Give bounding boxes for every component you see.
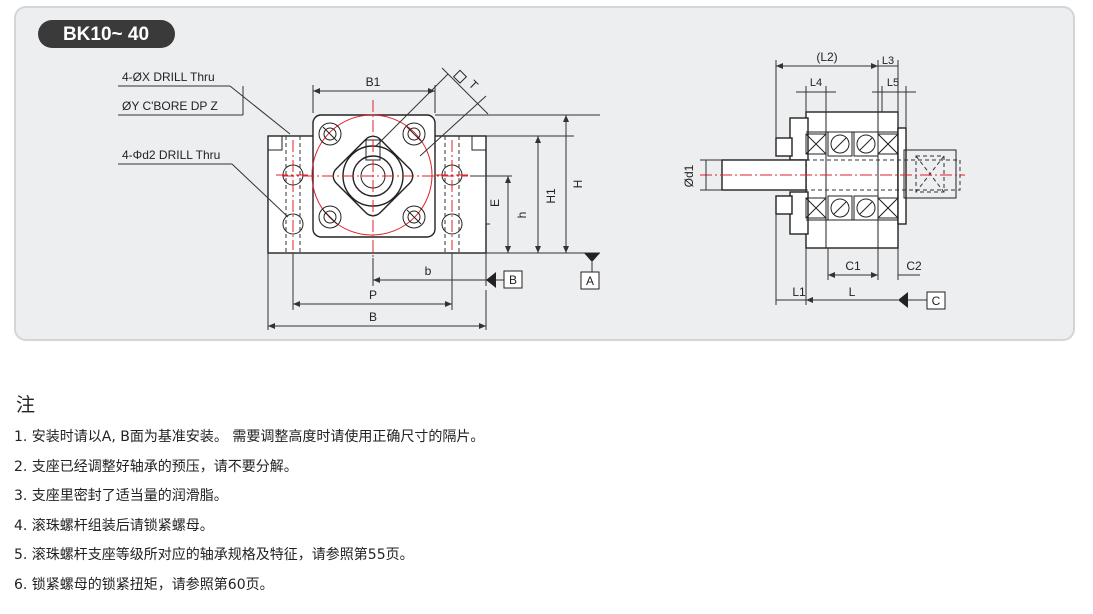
dim-b1: B1	[366, 75, 381, 89]
dim-l: L	[849, 285, 856, 299]
note-item: 4. 滚珠螺杆组装后请锁紧螺母。	[14, 517, 214, 534]
dim-l4: L4	[810, 77, 822, 89]
note-item: 6. 锁紧螺母的锁紧扭矩，请参照第60页。	[14, 576, 274, 593]
callout-cbore-y: ØY C'BORE DP Z	[122, 99, 218, 113]
dim-l3: L3	[882, 55, 894, 67]
front-view: B1 T 4-ØX DRILL Thru ØY C'BORE DP Z 4-Φd…	[118, 67, 600, 330]
dim-h-small: h	[515, 212, 529, 219]
note-item: 3. 支座里密封了适当量的润滑脂。	[14, 488, 228, 504]
note-item: 5. 滚珠螺杆支座等级所对应的轴承规格及特征，请参照第55页。	[14, 547, 414, 563]
bolt-holes	[318, 122, 426, 229]
side-view: Ød1 (L2) L3 L4 L5 C1 C2	[682, 50, 965, 310]
datum-a: A	[586, 274, 594, 288]
dim-c1: C1	[845, 259, 861, 273]
dim-l5: L5	[887, 77, 899, 89]
callout-drill-d2: 4-Φd2 DRILL Thru	[122, 148, 220, 162]
dim-p: P	[369, 288, 377, 302]
bearings	[805, 131, 899, 221]
dim-d1: Ød1	[682, 164, 696, 187]
dim-l1: L1	[792, 285, 806, 299]
note-item: 2. 支座已经调整好轴承的预压，请不要分解。	[14, 458, 298, 475]
title-text: BK10~ 40	[63, 24, 149, 45]
dim-c2: C2	[906, 259, 922, 273]
notes-title: 注	[16, 394, 36, 416]
dim-e: E	[488, 199, 502, 207]
notes-section: 注 1. 安装时请以A, B面为基准安装。 需要调整高度时请使用正确尺寸的隔片。…	[14, 390, 484, 604]
dim-l2: (L2)	[816, 50, 837, 64]
dim-b-small: b	[425, 264, 432, 278]
datum-c: C	[932, 294, 941, 308]
callout-drill-x: 4-ØX DRILL Thru	[122, 70, 215, 84]
dim-h1: H1	[544, 188, 558, 204]
dim-h: H	[571, 180, 585, 189]
title-badge: BK10~ 40	[38, 20, 175, 48]
datum-a-box	[580, 271, 600, 290]
dim-b: B	[369, 310, 377, 324]
technical-drawing: BK10~ 40	[38, 20, 965, 330]
note-item: 1. 安装时请以A, B面为基准安装。 需要调整高度时请使用正确尺寸的隔片。	[14, 429, 485, 445]
dim-t: T	[466, 77, 482, 93]
datum-b: B	[509, 273, 517, 287]
